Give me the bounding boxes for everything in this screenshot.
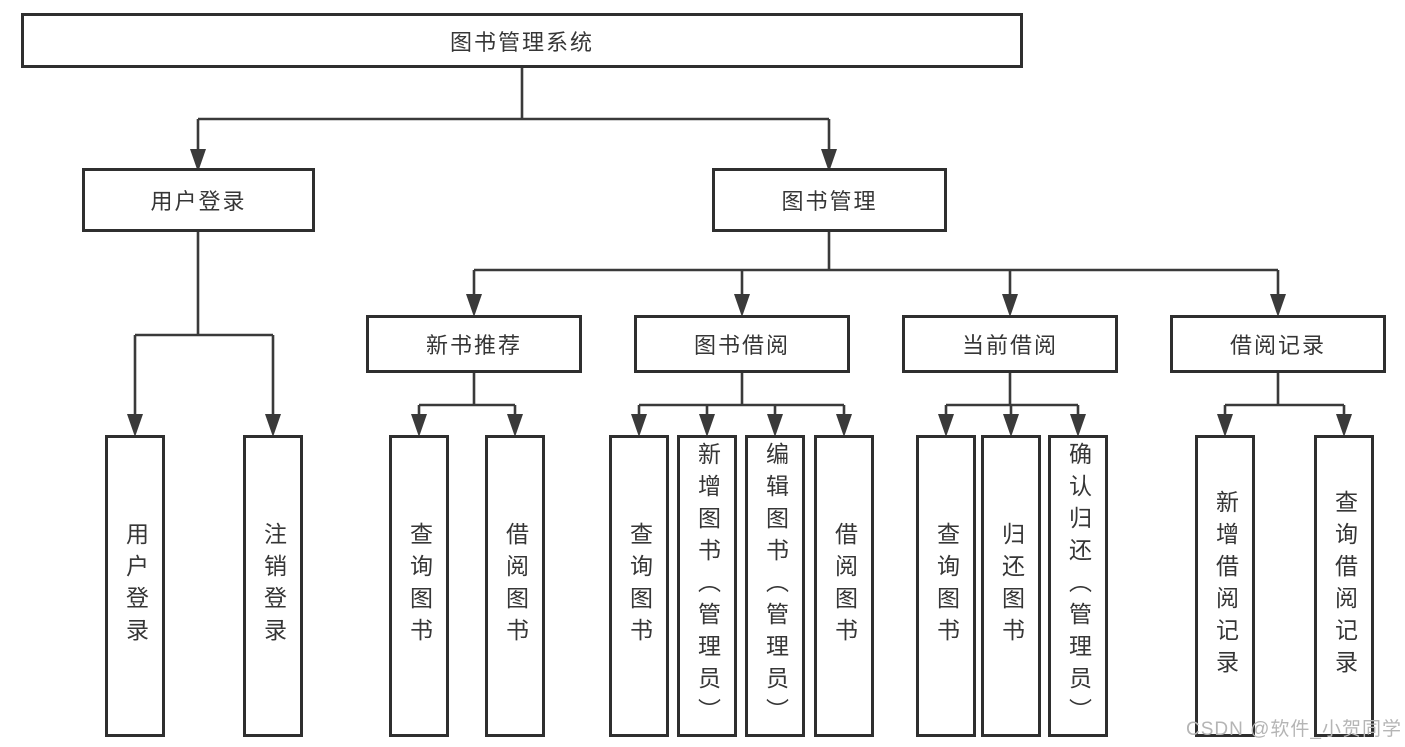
node-new-book-recommend: 新书推荐 xyxy=(366,315,582,373)
leaf-confirm-return-admin: 确认归还（管理员） xyxy=(1048,435,1108,737)
leaf-borrow-books: 借阅图书 xyxy=(814,435,874,737)
leaf-borrow-books-recommend: 借阅图书 xyxy=(485,435,545,737)
node-current-borrowing: 当前借阅 xyxy=(902,315,1118,373)
node-library-management-system: 图书管理系统 xyxy=(21,13,1023,68)
watermark: CSDN @软件_小贺同学 xyxy=(1186,719,1402,740)
leaf-query-books-current: 查询图书 xyxy=(916,435,976,737)
leaf-logout: 注销登录 xyxy=(243,435,303,737)
leaf-query-borrow-record: 查询借阅记录 xyxy=(1314,435,1374,737)
node-borrowing-records: 借阅记录 xyxy=(1170,315,1386,373)
node-user-login: 用户登录 xyxy=(82,168,315,232)
leaf-query-books-recommend: 查询图书 xyxy=(389,435,449,737)
leaf-add-borrow-record: 新增借阅记录 xyxy=(1195,435,1255,737)
leaf-return-book: 归还图书 xyxy=(981,435,1041,737)
node-book-management: 图书管理 xyxy=(712,168,947,232)
leaf-edit-book-admin: 编辑图书（管理员） xyxy=(745,435,805,737)
leaf-query-books-borrow: 查询图书 xyxy=(609,435,669,737)
leaf-user-login: 用户登录 xyxy=(105,435,165,737)
node-book-borrowing: 图书借阅 xyxy=(634,315,850,373)
leaf-add-book-admin: 新增图书（管理员） xyxy=(677,435,737,737)
